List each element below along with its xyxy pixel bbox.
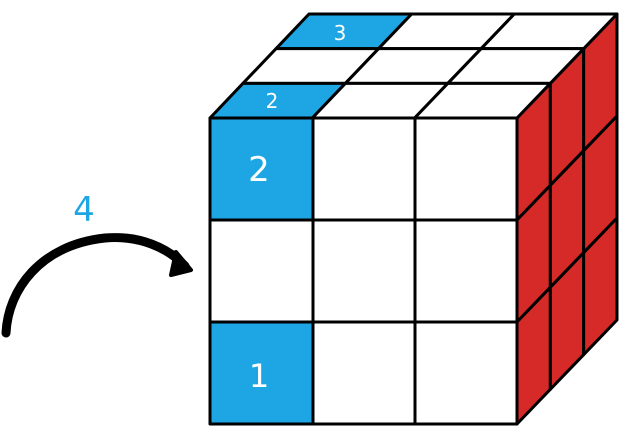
front-face [208,116,519,426]
right-sticker [582,216,619,357]
front-sticker [311,320,417,426]
top-face [208,12,619,120]
front-sticker [413,218,519,324]
front-sticker [208,218,315,324]
curved-arrow-icon [1,233,193,338]
front-sticker [311,116,417,222]
front-sticker [413,320,519,426]
front-sticker [413,116,519,222]
front-bottom-left-label: 1 [249,357,269,395]
front-sticker [311,218,417,324]
top-back-left-label: 3 [334,21,347,45]
top-front-left-label: 2 [266,89,279,113]
arrow-label: 4 [73,190,95,230]
front-top-left-label: 2 [248,150,270,190]
right-face [515,12,619,426]
